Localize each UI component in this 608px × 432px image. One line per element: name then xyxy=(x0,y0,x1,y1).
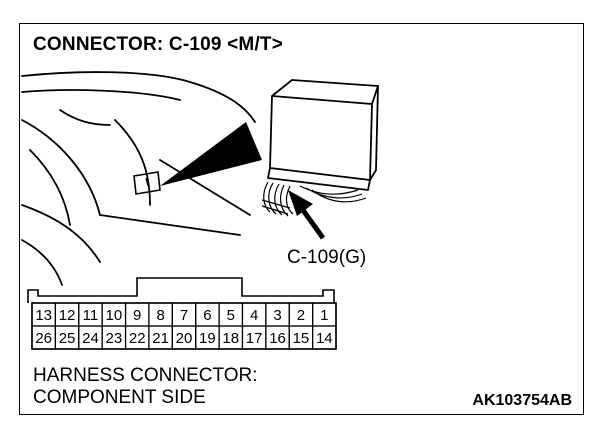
pin-number-14: 14 xyxy=(316,330,333,347)
wire-harness-icon xyxy=(261,181,367,217)
pin-number-15: 15 xyxy=(293,330,310,347)
pin-number-21: 21 xyxy=(152,330,169,347)
diagram-title: CONNECTOR: C-109 <M/T> xyxy=(33,34,284,55)
pin-number-2: 2 xyxy=(297,307,305,324)
pin-number-8: 8 xyxy=(156,307,164,324)
pin-number-13: 13 xyxy=(35,307,52,324)
connector-callout-label: C-109(G) xyxy=(287,247,367,268)
pin-number-19: 19 xyxy=(199,330,216,347)
zoom-pointer-icon xyxy=(160,122,262,186)
figure-frame xyxy=(19,23,584,415)
pin-number-20: 20 xyxy=(176,330,193,347)
pin-number-11: 11 xyxy=(83,307,99,324)
pin-number-1: 1 xyxy=(320,307,328,324)
pin-number-22: 22 xyxy=(129,330,146,347)
mounting-bracket-icon xyxy=(133,171,161,195)
control-unit-icon xyxy=(267,79,379,191)
pin-number-7: 7 xyxy=(180,307,188,324)
pin-number-6: 6 xyxy=(203,307,211,324)
harness-caption: HARNESS CONNECTOR: COMPONENT SIDE xyxy=(33,365,258,409)
pin-number-4: 4 xyxy=(250,307,258,324)
pin-number-24: 24 xyxy=(82,330,99,347)
pin-number-10: 10 xyxy=(106,307,123,324)
caption-line-1: HARNESS CONNECTOR: xyxy=(33,365,258,386)
pin-number-12: 12 xyxy=(59,307,76,324)
pin-number-17: 17 xyxy=(246,330,263,347)
pin-number-26: 26 xyxy=(35,330,52,347)
pin-number-23: 23 xyxy=(106,330,123,347)
pin-number-25: 25 xyxy=(59,330,76,347)
pin-number-5: 5 xyxy=(227,307,235,324)
pin-number-18: 18 xyxy=(222,330,239,347)
figure-code: AK103754AB xyxy=(472,392,572,409)
caption-line-2: COMPONENT SIDE xyxy=(33,387,206,408)
pin-number-16: 16 xyxy=(269,330,286,347)
pin-cell xyxy=(312,325,337,350)
pin-number-9: 9 xyxy=(133,307,141,324)
pin-number-3: 3 xyxy=(273,307,281,324)
arrow-icon xyxy=(288,190,326,240)
